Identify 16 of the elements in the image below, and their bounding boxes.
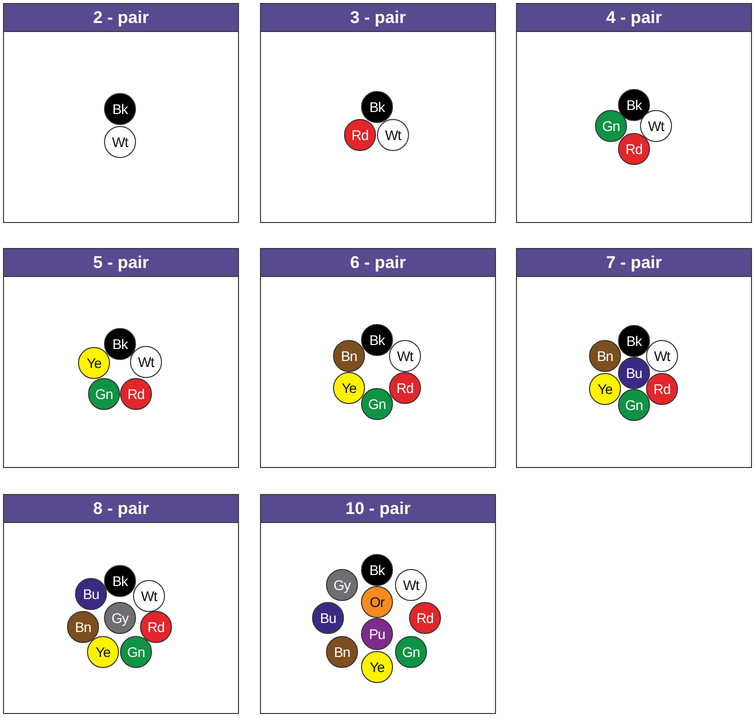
panel-header: 2 - pair <box>4 4 238 32</box>
pair-panel <box>3 248 239 468</box>
pair-panel <box>3 494 239 714</box>
pair-panel <box>260 494 496 714</box>
panel-header: 8 - pair <box>4 495 238 523</box>
panel-header: 5 - pair <box>4 249 238 277</box>
panel-header: 7 - pair <box>517 249 751 277</box>
panel-header: 4 - pair <box>517 4 751 32</box>
panel-header: 6 - pair <box>261 249 495 277</box>
panel-header: 3 - pair <box>261 4 495 32</box>
pair-panel <box>516 3 752 223</box>
panel-header: 10 - pair <box>261 495 495 523</box>
pair-panel <box>260 3 496 223</box>
pair-panel <box>516 248 752 468</box>
pair-panel <box>260 248 496 468</box>
pair-panel <box>3 3 239 223</box>
